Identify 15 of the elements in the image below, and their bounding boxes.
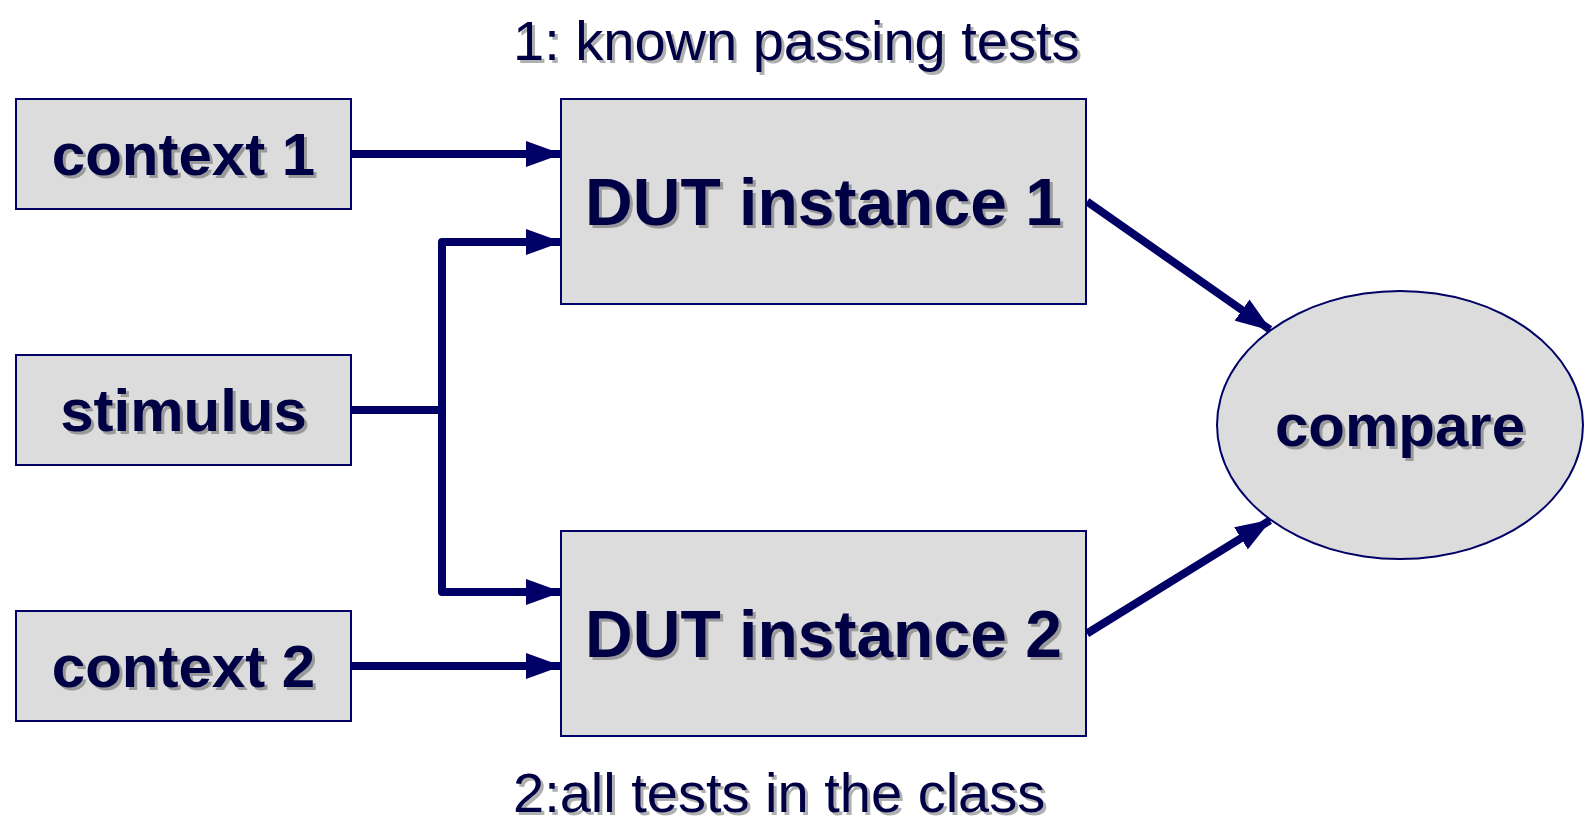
input-box	[15, 354, 352, 466]
node-label: stimulus	[60, 375, 307, 445]
node-label: compare	[1274, 390, 1526, 460]
process-box	[560, 530, 1087, 737]
arrow	[352, 653, 562, 679]
node-label: context 2	[51, 631, 316, 701]
node-label: DUT instance 2	[585, 595, 1062, 672]
process-box	[560, 98, 1087, 305]
arrow	[352, 141, 562, 167]
node-label: DUT instance 1	[585, 163, 1062, 240]
annotation-text: 1: known passing tests	[513, 8, 1080, 73]
annotation-text: 2:all tests in the class	[513, 760, 1046, 825]
context-box	[15, 98, 352, 210]
context-box	[15, 610, 352, 722]
node-label: context 1	[51, 119, 316, 189]
